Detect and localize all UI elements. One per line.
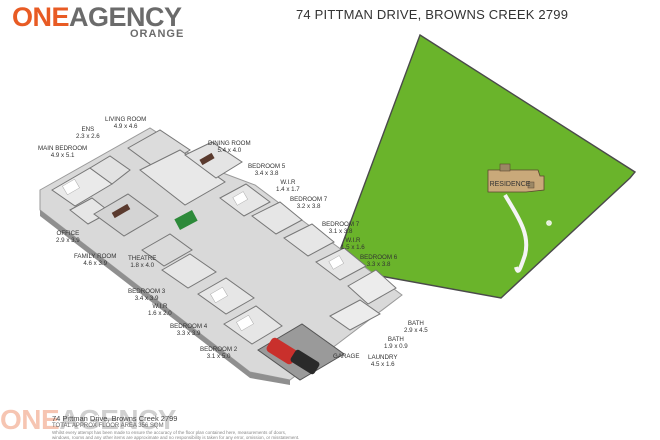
logo-one: ONE — [12, 2, 70, 32]
pool-table — [174, 210, 198, 230]
black-car — [290, 349, 320, 375]
room-living — [127, 129, 191, 171]
room-theatre — [141, 233, 193, 267]
dining-table — [199, 152, 215, 166]
bed-main — [62, 178, 80, 196]
room-bath — [347, 269, 397, 305]
room-family — [93, 193, 159, 237]
driveway — [503, 193, 529, 273]
floor-plan-render — [39, 127, 403, 385]
logo-subtitle: ORANGE — [130, 28, 185, 40]
bed-4 — [210, 286, 228, 304]
room-dining — [184, 141, 243, 179]
label-garage: GARAGE — [333, 353, 360, 360]
room-kitchen — [139, 149, 226, 206]
bed-5 — [232, 191, 249, 206]
footer-logo: ONEAGENCY — [0, 404, 176, 435]
site-plan: RESIDENCE — [330, 33, 637, 299]
sofa — [111, 203, 131, 219]
logo-wordmark: ONEAGENCY — [12, 2, 182, 33]
bed-2 — [236, 314, 254, 332]
room-ens — [89, 155, 131, 185]
driveway-marker — [546, 220, 552, 226]
room-laundry — [329, 299, 381, 331]
agency-logo: ONEAGENCY ORANGE — [12, 2, 192, 42]
red-car — [266, 337, 298, 365]
residence-label: RESIDENCE — [490, 181, 531, 188]
room-bedroom7b — [283, 223, 335, 257]
room-bedroom2 — [223, 305, 283, 345]
footer-floor-area: TOTAL APPROX FLOOR AREA 356 SQM — [52, 423, 164, 429]
bed-6 — [328, 255, 345, 270]
property-address: 74 PITTMAN DRIVE, BROWNS CREEK 2799 — [296, 7, 569, 22]
footer-disclaimer: Whilst every attempt has been made to en… — [52, 430, 300, 440]
room-bedroom3 — [161, 253, 217, 289]
residence-building — [487, 163, 545, 193]
footer-address: 74 Pittman Drive, Browns Creek 2799 — [52, 414, 178, 423]
logo-agency: AGENCY — [69, 2, 182, 32]
room-bedroom7a — [251, 201, 303, 235]
